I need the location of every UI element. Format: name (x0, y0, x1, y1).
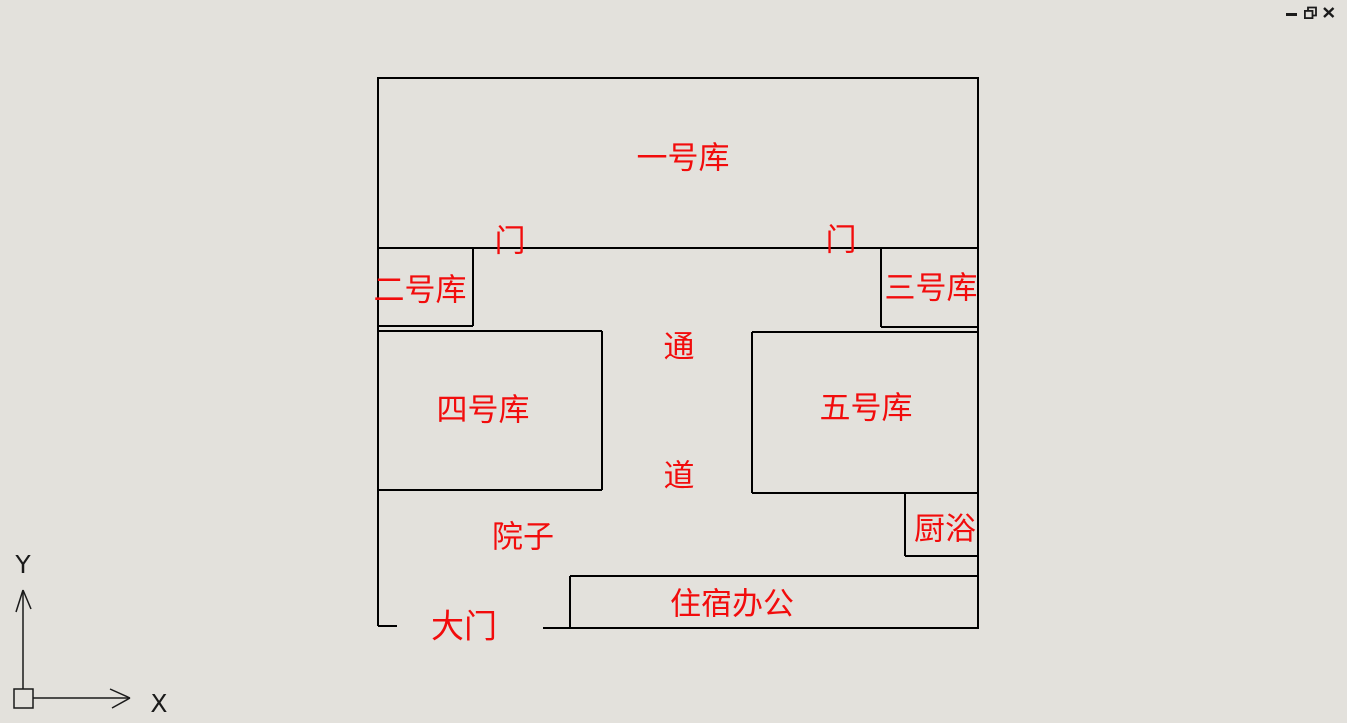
label-warehouse-5: 五号库 (819, 390, 913, 426)
lodging-office-outline (569, 575, 978, 629)
ucs-x-axis-label: X (150, 689, 167, 718)
label-courtyard: 院子 (492, 519, 554, 555)
label-door-right: 门 (825, 222, 857, 258)
label-warehouse-3: 三号库 (884, 270, 978, 306)
ucs-y-axis-arrow (15, 589, 32, 689)
restore-down-button[interactable] (1303, 6, 1318, 25)
minimize-icon (1286, 13, 1297, 16)
label-main-gate: 大门 (431, 609, 497, 646)
close-icon (1323, 7, 1335, 18)
label-lodging-office: 住宿办公 (670, 586, 794, 622)
warehouse-2-outline (378, 248, 474, 327)
ucs-axis-icon: Y X (13, 550, 168, 718)
warehouse-5-outline (751, 331, 978, 494)
ucs-x-axis-arrow (33, 688, 131, 709)
label-warehouse-2: 二号库 (373, 272, 467, 308)
ucs-origin-square (13, 688, 34, 709)
site-outer-walls (377, 77, 979, 629)
label-warehouse-1: 一号库 (636, 140, 730, 176)
label-warehouse-4: 四号库 (436, 392, 530, 428)
warehouse-4-outline (378, 330, 603, 491)
main-gate-wall-segments (378, 625, 570, 629)
minimize-button[interactable] (1286, 13, 1297, 16)
restore-down-icon (1303, 6, 1317, 19)
kitchen-bath-outline (904, 493, 978, 557)
ucs-y-axis-label: Y (14, 550, 31, 579)
label-passage-char-2: 道 (663, 458, 695, 494)
label-door-left: 门 (494, 223, 526, 259)
label-passage-char-1: 通 (663, 329, 695, 365)
close-button[interactable] (1322, 6, 1336, 24)
label-kitchen-bath: 厨浴 (914, 511, 976, 547)
warehouse-3-outline (880, 248, 978, 328)
